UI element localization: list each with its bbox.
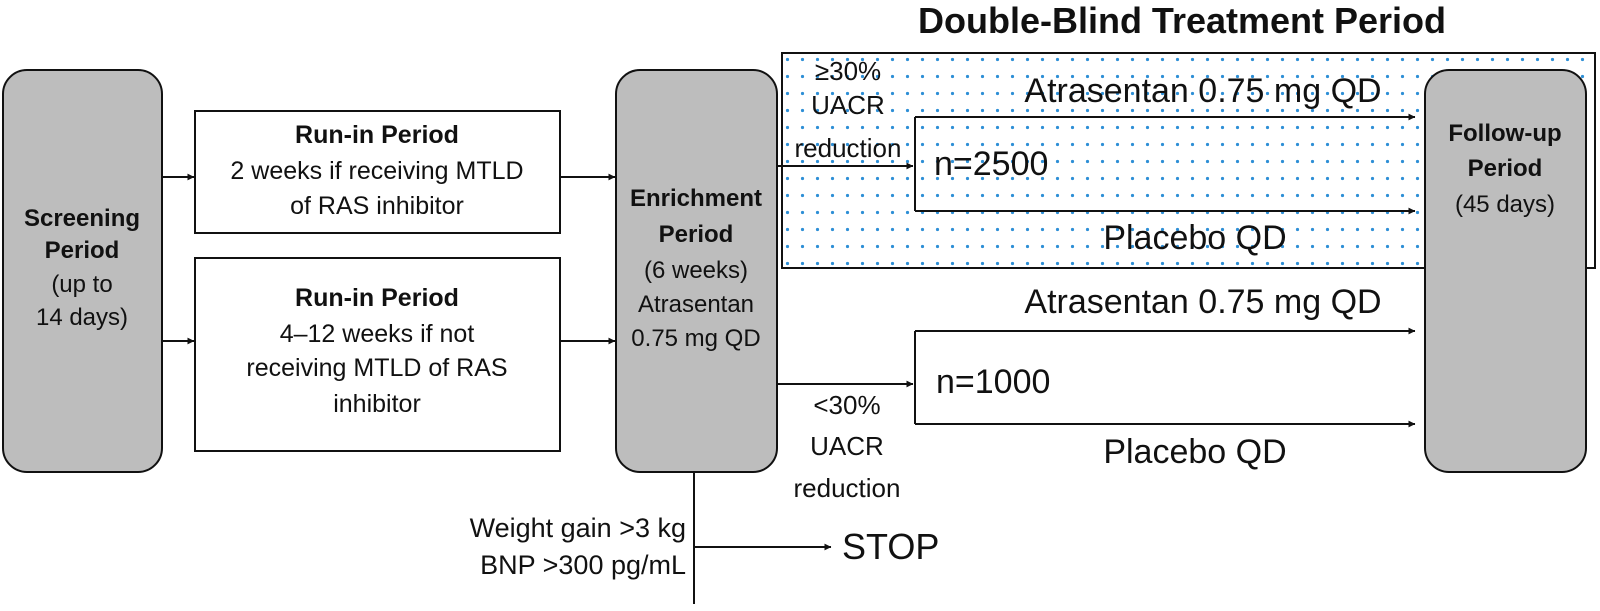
nonresponder-n: n=1000 [936,363,1050,401]
screening-sub-line-1: (up to [51,271,112,298]
nonresponder-criterion-line-3: reduction [794,473,901,503]
screening-period-box: Screening Period (up to 14 days) [2,69,163,473]
responder-n: n=2500 [934,145,1048,183]
follow-up-title-line-2: Period [1468,155,1543,182]
run-in-b-line-1: 4–12 weeks if not [280,320,475,348]
run-in-a-line-2: of RAS inhibitor [290,192,464,220]
run-in-a-title: Run-in Period [295,121,459,149]
screening-title-line-2: Period [45,237,120,264]
nonresponder-criterion-line-2: UACR [810,431,884,461]
follow-up-period-box: Follow-up Period (45 days) [1424,69,1587,473]
enrichment-sub-line-3: 0.75 mg QD [631,325,760,352]
run-in-b-title: Run-in Period [295,284,459,312]
responder-arm-active: Atrasentan 0.75 mg QD [1024,72,1381,110]
stop-label: STOP [842,526,939,567]
enrichment-title-line-1: Enrichment [630,185,762,212]
responder-criterion-line-3: reduction [795,133,902,163]
nonresponder-arm-placebo: Placebo QD [1103,433,1286,471]
nonresponder-criterion-line-1: <30% [813,390,880,420]
screening-title-line-1: Screening [24,205,140,232]
run-in-b-line-2: receiving MTLD of RAS [246,354,507,382]
responder-criterion-line-2: UACR [811,90,885,120]
diagram-title: Double-Blind Treatment Period [918,0,1446,41]
follow-up-sub-line-1: (45 days) [1455,191,1555,218]
run-in-period-box-b: Run-in Period 4–12 weeks if not receivin… [194,257,561,452]
enrichment-period-box: Enrichment Period (6 weeks) Atrasentan 0… [615,69,778,473]
enrichment-sub-line-2: Atrasentan [638,291,754,318]
stop-criterion-line-1: Weight gain >3 kg [470,513,686,543]
run-in-b-line-3: inhibitor [333,390,421,418]
follow-up-title-line-1: Follow-up [1448,120,1561,147]
stop-criterion-line-2: BNP >300 pg/mL [480,550,686,580]
screening-sub-line-2: 14 days) [36,304,128,331]
responder-criterion-line-1: ≥30% [815,56,881,86]
enrichment-sub-line-1: (6 weeks) [644,257,748,284]
enrichment-title-line-2: Period [659,221,734,248]
run-in-a-line-1: 2 weeks if receiving MTLD [230,157,523,185]
responder-arm-placebo: Placebo QD [1103,219,1286,257]
run-in-period-box-a: Run-in Period 2 weeks if receiving MTLD … [194,110,561,234]
nonresponder-arm-active: Atrasentan 0.75 mg QD [1024,283,1381,321]
